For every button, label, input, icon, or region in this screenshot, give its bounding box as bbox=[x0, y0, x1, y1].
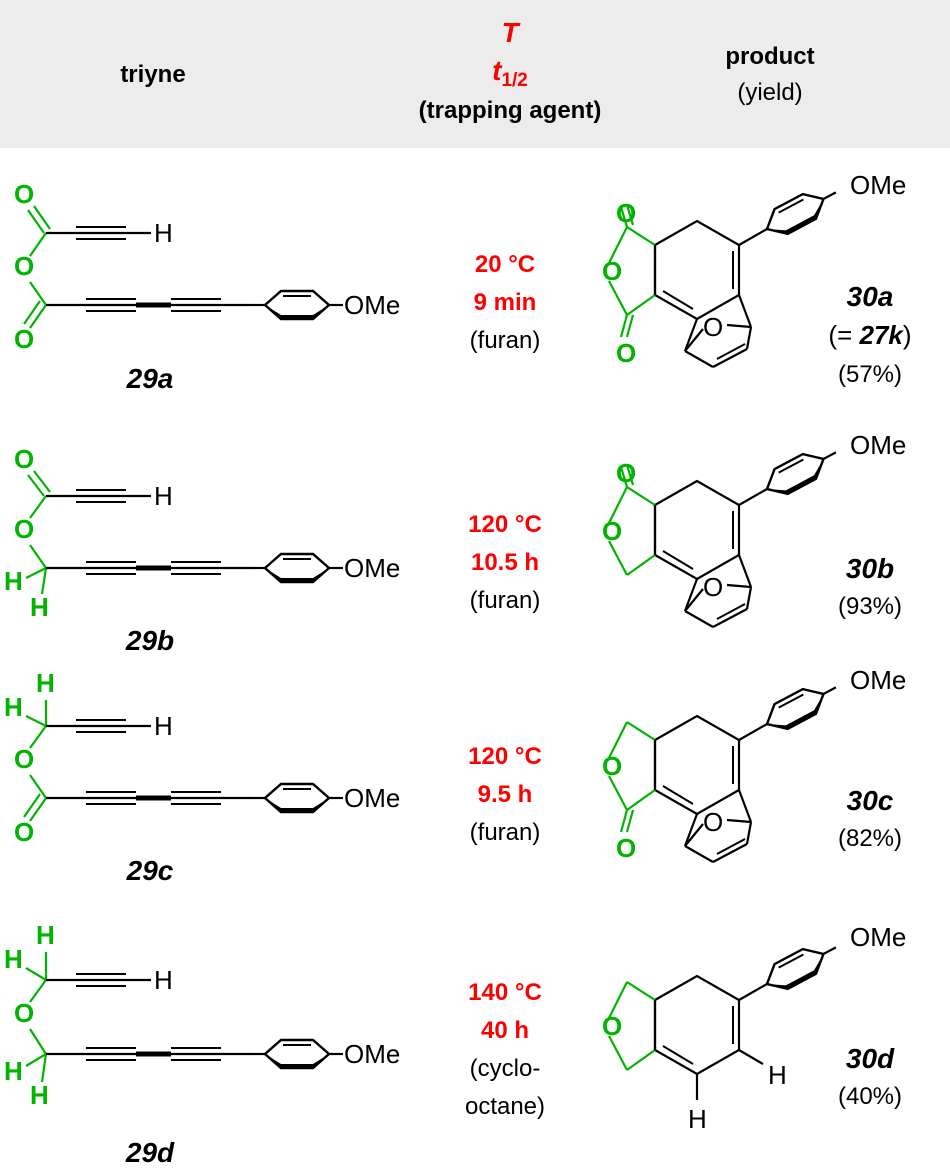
triyne-label-29d: 29d bbox=[125, 1137, 175, 1168]
atom-o: O bbox=[14, 514, 34, 544]
header-yield: (yield) bbox=[737, 79, 802, 106]
atom-ome: OMe bbox=[344, 553, 400, 583]
temp-29a: 20 °C bbox=[475, 251, 535, 278]
atom-o: O bbox=[14, 744, 34, 774]
product-30c-structure bbox=[608, 673, 845, 864]
header-triyne: triyne bbox=[120, 61, 185, 88]
atom-o: O bbox=[14, 324, 34, 354]
yield-30a: (57%) bbox=[838, 361, 902, 388]
atom-o: O bbox=[602, 256, 622, 286]
product-30d-structure bbox=[608, 933, 845, 1100]
eq-prefix: (= bbox=[828, 320, 859, 350]
header-half-life: t1/2 bbox=[492, 55, 528, 91]
atom-h: H bbox=[36, 920, 55, 950]
temp-29c: 120 °C bbox=[468, 743, 542, 770]
time-29d: 40 h bbox=[481, 1017, 529, 1044]
time-29b: 10.5 h bbox=[471, 549, 539, 576]
product-label-30b: 30b bbox=[846, 553, 894, 584]
temp-29d: 140 °C bbox=[468, 979, 542, 1006]
atom-h: H bbox=[4, 944, 23, 974]
triyne-29d-structure: H H H O H H OMe bbox=[4, 920, 400, 1110]
product-label-30d: 30d bbox=[846, 1043, 895, 1074]
atom-h: H bbox=[30, 1080, 49, 1110]
atom-ome: OMe bbox=[344, 783, 400, 813]
yield-30d: (40%) bbox=[838, 1083, 902, 1110]
atom-ome: OMe bbox=[344, 290, 400, 320]
header-band bbox=[0, 0, 950, 148]
atom-h: H bbox=[4, 566, 23, 596]
atom-h: H bbox=[768, 1060, 787, 1090]
eq-suffix: ) bbox=[903, 320, 912, 350]
atom-h: H bbox=[154, 218, 173, 248]
atom-ome: OMe bbox=[850, 665, 906, 695]
product-equivalence-30a: (= 27k) bbox=[828, 320, 911, 350]
product-label-30c: 30c bbox=[847, 785, 894, 816]
header-temperature: T bbox=[501, 17, 521, 48]
time-29c: 9.5 h bbox=[478, 781, 533, 808]
atom-h: H bbox=[30, 592, 49, 622]
triyne-29c-structure: H H H O O OMe bbox=[4, 668, 400, 847]
yield-30b: (93%) bbox=[838, 593, 902, 620]
atom-h: H bbox=[154, 481, 173, 511]
agent-29d-line2: octane) bbox=[465, 1093, 545, 1120]
atom-o: O bbox=[602, 751, 622, 781]
header-half-life-base: t bbox=[492, 55, 503, 86]
atom-o: O bbox=[616, 338, 636, 368]
triyne-29a-structure: O H O O OMe bbox=[14, 179, 400, 354]
triyne-label-29b: 29b bbox=[125, 625, 174, 656]
agent-29d-line1: (cyclo- bbox=[470, 1055, 541, 1082]
atom-ome: OMe bbox=[850, 922, 906, 952]
agent-29c: (furan) bbox=[470, 819, 541, 846]
atom-o: O bbox=[14, 817, 34, 847]
atom-h: H bbox=[4, 692, 23, 722]
atom-o: O bbox=[14, 179, 34, 209]
atom-h: H bbox=[154, 711, 173, 741]
atom-h: H bbox=[154, 965, 173, 995]
atom-o: O bbox=[14, 444, 34, 474]
atom-h: H bbox=[4, 1056, 23, 1086]
atom-o: O bbox=[602, 1011, 622, 1041]
atom-o: O bbox=[602, 516, 622, 546]
header-trapping-agent: (trapping agent) bbox=[419, 97, 602, 124]
atom-o: O bbox=[703, 572, 723, 602]
atom-ome: OMe bbox=[850, 430, 906, 460]
triyne-label-29a: 29a bbox=[126, 363, 174, 394]
atom-h: H bbox=[36, 668, 55, 698]
time-29a: 9 min bbox=[474, 289, 537, 316]
atom-o: O bbox=[14, 251, 34, 281]
atom-o: O bbox=[703, 807, 723, 837]
atom-o: O bbox=[616, 198, 636, 228]
eq-ref: 27k bbox=[859, 320, 905, 350]
atom-o: O bbox=[703, 312, 723, 342]
atom-ome: OMe bbox=[850, 170, 906, 200]
atom-o: O bbox=[616, 458, 636, 488]
atom-o: O bbox=[14, 998, 34, 1028]
triyne-label-29c: 29c bbox=[126, 855, 174, 886]
atom-ome: OMe bbox=[344, 1039, 400, 1069]
header-product: product bbox=[725, 43, 814, 70]
agent-29a: (furan) bbox=[470, 327, 541, 354]
triyne-29b-structure: O H O H H OMe bbox=[4, 444, 400, 622]
product-label-30a: 30a bbox=[847, 281, 894, 312]
product-30b-structure bbox=[608, 438, 845, 629]
product-30a-structure bbox=[608, 178, 845, 369]
atom-o: O bbox=[616, 833, 636, 863]
temp-29b: 120 °C bbox=[468, 511, 542, 538]
yield-30c: (82%) bbox=[838, 825, 902, 852]
header-half-life-sub: 1/2 bbox=[501, 70, 527, 91]
agent-29b: (furan) bbox=[470, 587, 541, 614]
atom-h: H bbox=[688, 1104, 707, 1134]
